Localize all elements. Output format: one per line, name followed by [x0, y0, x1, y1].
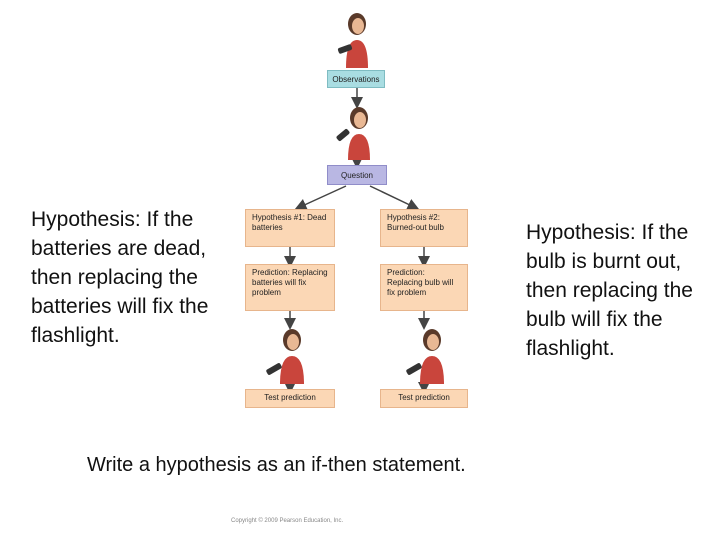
prediction-2-label: Prediction: Replacing bulb will fix prob… — [387, 268, 454, 297]
copyright-notice: Copyright © 2009 Pearson Education, Inc. — [231, 518, 344, 524]
right-hypothesis-text: Hypothesis: If the bulb is burnt out, th… — [526, 221, 693, 360]
question-box: Question — [327, 165, 387, 185]
observations-label: Observations — [332, 75, 380, 84]
test-prediction-1-label: Test prediction — [264, 393, 316, 402]
hypothesis-2-label: Hypothesis #2: Burned-out bulb — [387, 213, 444, 232]
prediction-1-label: Prediction: Replacing batteries will fix… — [252, 268, 328, 297]
prediction-2-box: Prediction: Replacing bulb will fix prob… — [380, 264, 468, 311]
test-prediction-2-label: Test prediction — [398, 393, 450, 402]
person-thinking-illustration — [336, 107, 370, 160]
person-testing-bulb-illustration — [406, 329, 444, 384]
hypothesis-1-label: Hypothesis #1: Dead batteries — [252, 213, 327, 232]
prediction-1-box: Prediction: Replacing batteries will fix… — [245, 264, 335, 311]
observations-box: Observations — [327, 70, 385, 88]
person-with-flashlight-illustration — [337, 13, 368, 68]
footer-instruction: Write a hypothesis as an if-then stateme… — [87, 454, 466, 476]
arrow-question-to-hyp1 — [294, 185, 347, 210]
hypothesis-1-box: Hypothesis #1: Dead batteries — [245, 209, 335, 247]
test-prediction-2-box: Test prediction — [380, 389, 468, 408]
person-testing-batteries-illustration — [266, 329, 304, 384]
hypothesis-2-box: Hypothesis #2: Burned-out bulb — [380, 209, 468, 247]
test-prediction-1-box: Test prediction — [245, 389, 335, 408]
question-label: Question — [340, 171, 374, 180]
arrow-question-to-hyp2 — [369, 185, 420, 210]
left-hypothesis-text: Hypothesis: If the batteries are dead, t… — [31, 208, 209, 347]
